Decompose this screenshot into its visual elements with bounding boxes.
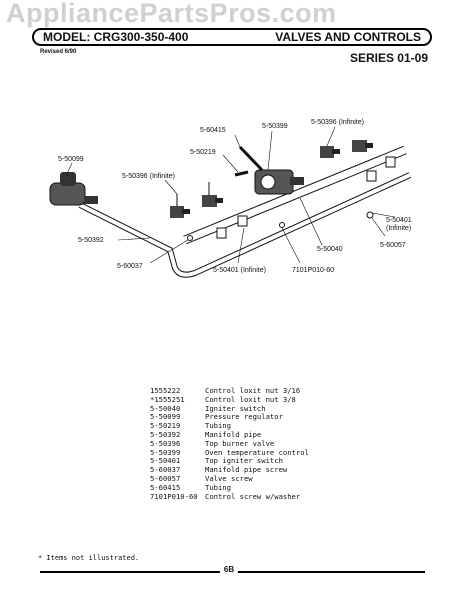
- page-number: 6B: [219, 565, 239, 574]
- callout-5-60057: 5-60057: [380, 242, 406, 249]
- top-burner-valve-left: [170, 182, 223, 218]
- watermark: AppliancePartsPros.com: [6, 0, 337, 28]
- callout-5-50399: 5-50399: [262, 123, 288, 130]
- callout-5-60037: 5-60037: [117, 263, 143, 270]
- callout-5-50401-bottom: 5-50401 (Infinite): [213, 267, 266, 274]
- callout-5-50099: 5-50099: [58, 156, 84, 163]
- callout-5-60415: 5-60415: [200, 127, 226, 134]
- callout-5-50396-right: 5-50396 (Infinite): [311, 119, 364, 126]
- revised-date: Revised 6/90: [40, 49, 77, 55]
- oven-temperature-control-drawing: [234, 145, 304, 195]
- top-burner-valve-right: [320, 140, 373, 158]
- callout-5-50396-left: 5-50396 (Infinite): [122, 173, 175, 180]
- model-header: MODEL: CRG300-350-400 VALVES AND CONTROL…: [32, 28, 432, 46]
- series-label: SERIES 01-09: [349, 51, 428, 65]
- callout-5-50401-right: 5-50401: [386, 217, 412, 224]
- callout-infinite: (Infinite): [386, 225, 411, 232]
- callout-5-50219: 5-50219: [190, 149, 216, 156]
- callout-5-50040: 5-50040: [317, 246, 343, 253]
- pressure-regulator-drawing: [49, 172, 98, 206]
- model-number: MODEL: CRG300-350-400: [43, 30, 189, 44]
- section-title: VALVES AND CONTROLS: [275, 30, 421, 44]
- callout-5-50392: 5-50392: [78, 237, 104, 244]
- footnote: * Items not illustrated.: [38, 554, 140, 562]
- callout-7101p010-60: 7101P010-60: [292, 267, 334, 274]
